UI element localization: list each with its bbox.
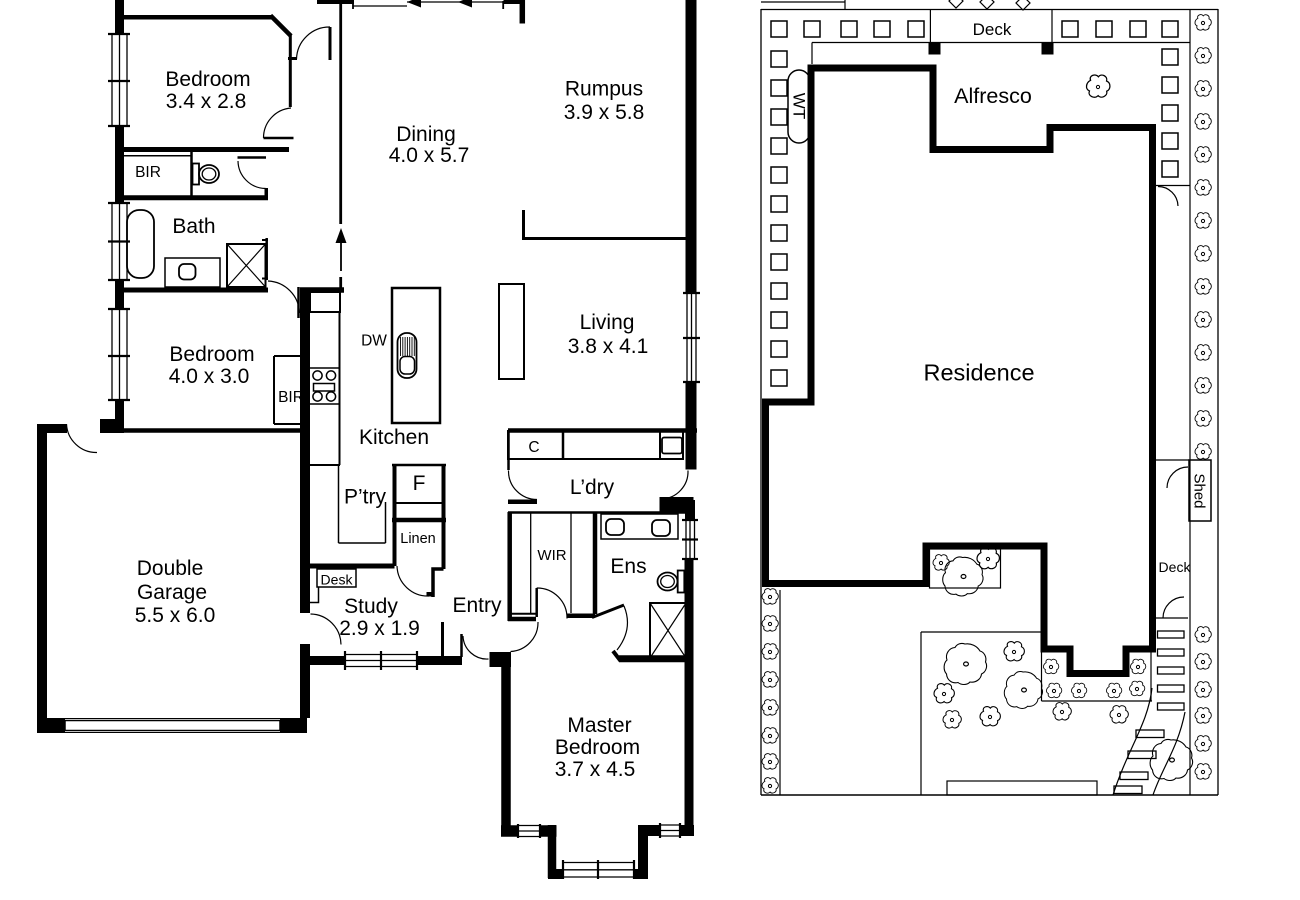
svg-text:Dining: Dining	[396, 123, 456, 146]
svg-text:Linen: Linen	[400, 531, 435, 547]
svg-text:Bedroom: Bedroom	[169, 343, 254, 366]
svg-text:3.8 x 4.1: 3.8 x 4.1	[568, 335, 649, 358]
svg-text:Bedroom: Bedroom	[165, 68, 250, 91]
svg-text:Rumpus: Rumpus	[565, 78, 643, 101]
svg-text:3.7 x 4.5: 3.7 x 4.5	[555, 758, 636, 781]
svg-text:Study: Study	[344, 595, 398, 618]
svg-text:Ens: Ens	[610, 555, 646, 578]
svg-text:Bath: Bath	[172, 215, 215, 238]
svg-text:3.4 x 2.8: 3.4 x 2.8	[166, 90, 247, 113]
svg-text:Living: Living	[580, 311, 635, 334]
svg-text:3.9 x 5.8: 3.9 x 5.8	[564, 101, 645, 124]
svg-text:C: C	[528, 439, 539, 456]
svg-text:Alfresco: Alfresco	[954, 84, 1032, 108]
svg-text:BIR: BIR	[278, 389, 304, 406]
svg-text:P’try: P’try	[344, 486, 387, 509]
svg-text:Kitchen: Kitchen	[359, 426, 429, 449]
svg-text:Master: Master	[567, 714, 631, 737]
svg-text:WT: WT	[790, 93, 809, 119]
svg-text:Deck: Deck	[1159, 559, 1192, 575]
svg-text:Double: Double	[137, 557, 204, 580]
svg-text:F: F	[413, 472, 426, 495]
svg-text:Residence: Residence	[923, 360, 1034, 386]
svg-text:Shed: Shed	[1191, 473, 1208, 508]
svg-text:L’dry: L’dry	[570, 476, 615, 499]
svg-text:4.0 x 5.7: 4.0 x 5.7	[389, 144, 470, 167]
svg-text:Desk: Desk	[321, 572, 354, 588]
svg-text:4.0 x 3.0: 4.0 x 3.0	[169, 365, 250, 388]
svg-text:2.9 x 1.9: 2.9 x 1.9	[339, 617, 420, 640]
svg-text:WIR: WIR	[537, 547, 566, 564]
svg-text:Deck: Deck	[973, 20, 1012, 39]
svg-text:Garage: Garage	[137, 581, 207, 604]
svg-text:5.5 x 6.0: 5.5 x 6.0	[135, 604, 216, 627]
svg-text:DW: DW	[361, 333, 387, 350]
svg-text:BIR: BIR	[135, 164, 161, 181]
svg-text:Entry: Entry	[452, 594, 502, 617]
svg-text:Bedroom: Bedroom	[555, 736, 640, 759]
